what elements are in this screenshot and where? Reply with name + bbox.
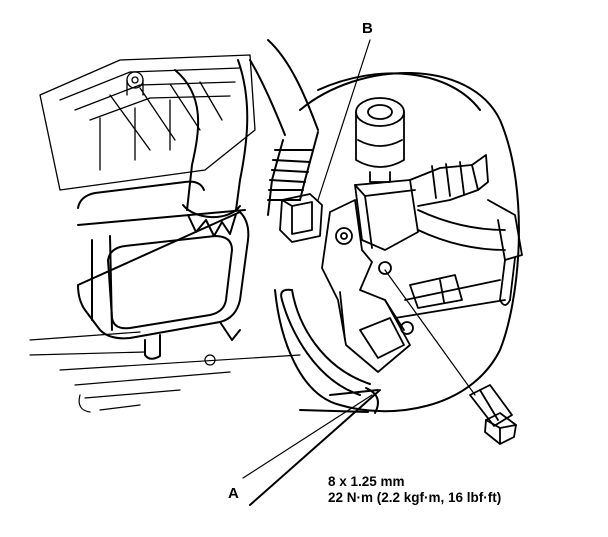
torque-spec: 22 N·m (2.2 kgf·m, 16 lbf·ft): [328, 490, 501, 505]
mounting-bracket: [321, 199, 414, 373]
bolt-size-spec: 8 x 1.25 mm: [328, 474, 405, 489]
electrical-connector: [279, 193, 323, 243]
callout-a: A: [228, 485, 239, 502]
vacuum-hose-a: [249, 288, 381, 506]
radiator-hose: [174, 59, 249, 237]
leader-lines: [242, 39, 476, 479]
solenoid-valve: [354, 97, 489, 251]
engine-frame: [39, 54, 256, 191]
callout-b: B: [362, 20, 373, 37]
flange-bolt: [469, 384, 517, 445]
detail-circle: [274, 71, 520, 413]
right-tubes: [394, 199, 523, 319]
engine-lower-lines: [29, 331, 301, 413]
vacuum-hose-b: [249, 39, 319, 216]
coolant-reservoir: [77, 180, 250, 360]
